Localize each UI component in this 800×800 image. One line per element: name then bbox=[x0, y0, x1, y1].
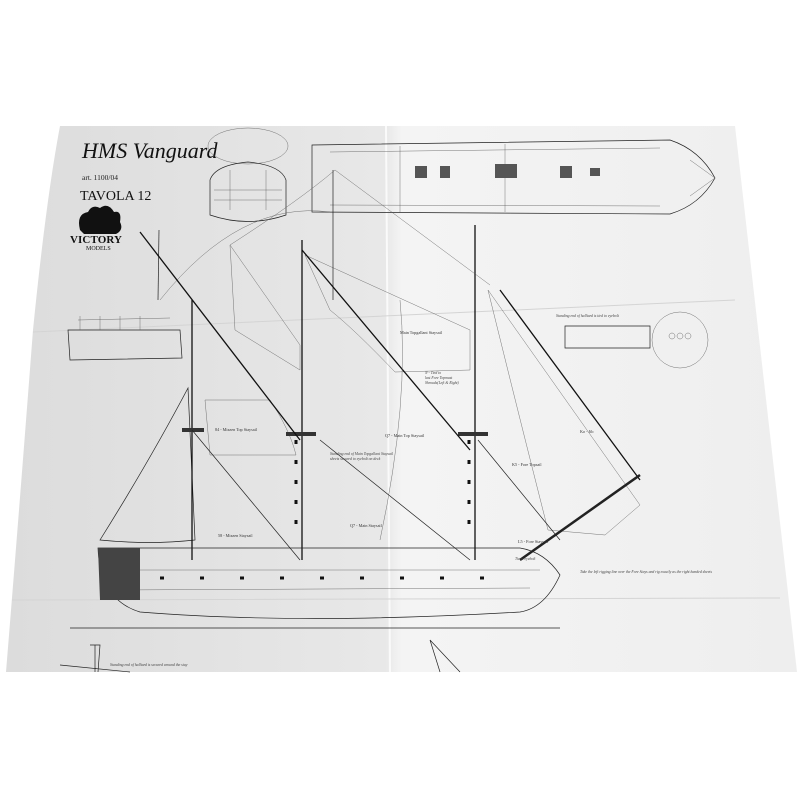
article-number: art. 1100/04 bbox=[82, 173, 118, 182]
plate-number: TAVOLA 12 bbox=[80, 189, 151, 204]
mizzen-course-sail bbox=[99, 386, 196, 543]
label-fore-staysail: L5 - Fore Staysail bbox=[518, 539, 549, 544]
note-halliard-eyebolt: Standing end of halliard is tied to eyeb… bbox=[556, 314, 620, 318]
label-main-topgallant-staysail: Main Topgallant Staysail bbox=[400, 330, 443, 335]
fold-vertical bbox=[385, 125, 391, 673]
label-main-staysail: Q7 - Main Staysail bbox=[350, 523, 383, 528]
upper-staysail bbox=[229, 244, 301, 371]
label-mizzen-top-staysail: 84 - Mizzen Top Staysail bbox=[215, 427, 258, 432]
label-mizzen-staysail: 58 - Mizzen Staysail bbox=[218, 533, 253, 538]
note-tied-line3: Shrouds(Left & Right) bbox=[425, 381, 460, 385]
note-tie-eyebolt: Tie to eyebolt bbox=[515, 557, 536, 561]
arc-line bbox=[159, 210, 331, 301]
logo-victory: VICTORY bbox=[70, 234, 122, 246]
rigging-lines bbox=[139, 169, 641, 561]
deck-plan bbox=[311, 139, 716, 215]
bowsprit bbox=[519, 473, 641, 562]
logo-models: MODELS bbox=[86, 246, 111, 252]
label-jib: Ko - Jib bbox=[580, 429, 594, 434]
block-detail bbox=[564, 311, 709, 369]
victory-models-logo: VICTORY MODELS bbox=[70, 205, 122, 252]
label-fore-topsail: K5 - Fore Topsail bbox=[512, 462, 542, 467]
stern-detail bbox=[207, 127, 289, 222]
paper-sheet bbox=[6, 126, 797, 672]
sheet-title: HMS Vanguard bbox=[81, 138, 218, 163]
ship-hull bbox=[70, 473, 641, 629]
main-topgallant-staysail bbox=[304, 254, 471, 373]
note-left-rigging: Take the left rigging line over the Fore… bbox=[580, 570, 712, 574]
note-halliard-stay: Standing end of halliard is secured arou… bbox=[110, 663, 188, 667]
note-standing-main-2: sheets secured to eyebolt on deck bbox=[330, 457, 381, 461]
label-main-top-staysail: Q7 - Main Top Staysail bbox=[385, 433, 425, 438]
bottom-details bbox=[59, 639, 461, 673]
stern-side-detail bbox=[67, 316, 183, 361]
note-tied-line1: N - Tied to bbox=[424, 371, 441, 375]
note-tied-line2: last Fore Topmast bbox=[425, 376, 453, 380]
note-standing-main-1: Standing end of Main Topgallant Staysail bbox=[330, 452, 393, 456]
